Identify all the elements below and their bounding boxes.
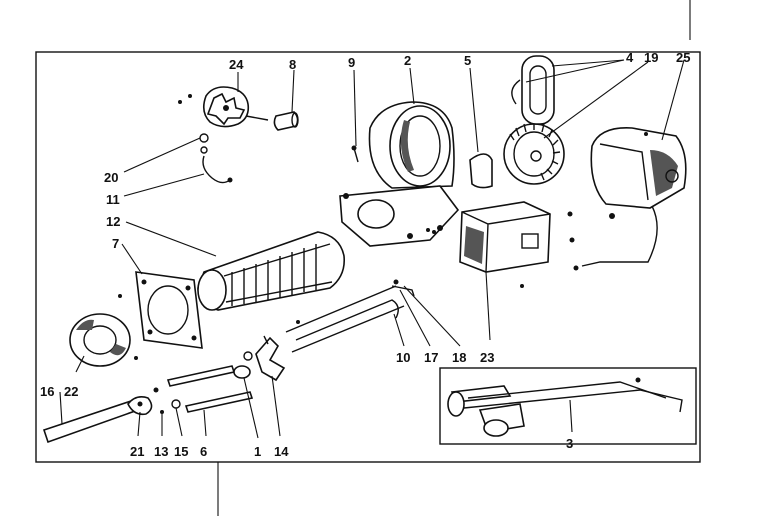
callout-1: 1 (254, 444, 261, 459)
callout-4: 4 (626, 50, 634, 65)
callout-24: 24 (229, 57, 244, 72)
callout-3: 3 (566, 436, 573, 451)
callout-14: 14 (274, 444, 289, 459)
part-22-retention-head (69, 313, 138, 367)
part-6-electrode-rods (166, 365, 254, 413)
callout-6: 6 (200, 444, 207, 459)
callout-16: 16 (40, 384, 54, 399)
part-7-mounting-flange (118, 271, 203, 349)
part-8-coupling (273, 111, 299, 131)
callout-10: 10 (396, 350, 410, 365)
part-24-fuel-pump (178, 86, 269, 128)
part-13-15-fittings (153, 387, 181, 414)
callout-2: 2 (404, 53, 411, 68)
part-23-transformer (432, 201, 575, 288)
part-10-17-18-electrode-assembly (285, 279, 415, 353)
part-4-cover-plate (511, 55, 555, 125)
part-19-blower-wheel (503, 122, 565, 185)
part-5-air-shutter (469, 153, 493, 189)
part-25-motor (573, 127, 687, 271)
part-16-nozzle-line (42, 399, 140, 444)
callout-15: 15 (174, 444, 188, 459)
part-14-electrode-bracket (243, 335, 286, 382)
callout-11: 11 (106, 192, 120, 207)
callout-5: 5 (464, 53, 471, 68)
callout-8: 8 (289, 57, 296, 72)
diagram-frame (35, 51, 701, 463)
callout-17: 17 (424, 350, 438, 365)
part-3-firing-assembly (447, 377, 683, 437)
callout-13: 13 (154, 444, 168, 459)
callout-22: 22 (64, 384, 78, 399)
part-20-11-wire (199, 133, 233, 184)
leader-lines (59, 59, 685, 439)
callout-25: 25 (676, 50, 690, 65)
inset-frame (439, 367, 697, 445)
callout-20: 20 (104, 170, 118, 185)
callout-18: 18 (452, 350, 466, 365)
callout-19: 19 (644, 50, 658, 65)
part-2-blower-housing (339, 101, 460, 247)
part-9-screw (351, 145, 359, 163)
callout-21: 21 (130, 444, 144, 459)
part-21-nozzle (127, 396, 153, 416)
callout-labels: 24 8 9 2 5 4 19 25 20 11 12 7 22 16 21 1… (40, 50, 690, 459)
part-1-adapter (233, 365, 251, 379)
callout-23: 23 (480, 350, 494, 365)
part-12-air-tube (197, 231, 346, 311)
callout-7: 7 (112, 236, 119, 251)
callout-12: 12 (106, 214, 120, 229)
callout-9: 9 (348, 55, 355, 70)
